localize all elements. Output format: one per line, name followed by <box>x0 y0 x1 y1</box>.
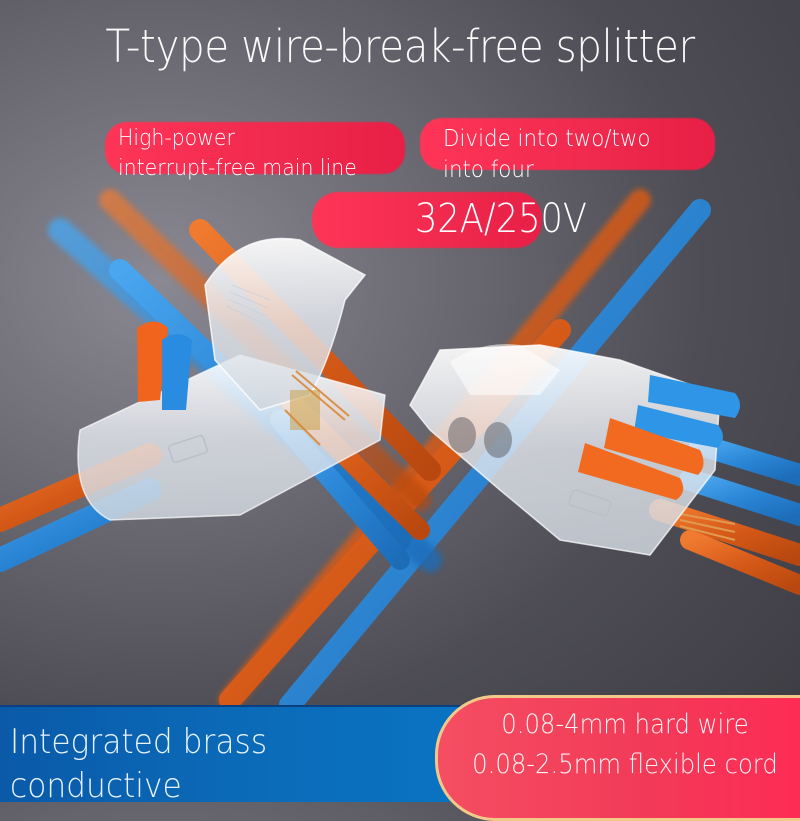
rating-spec: 32A/250V <box>415 196 587 242</box>
left-connector-orange-lever <box>137 321 168 402</box>
page-title: T-type wire-break-free splitter <box>105 20 695 73</box>
footer-hard-wire: 0.08-4mm hard wire <box>501 709 749 740</box>
callout-divide-line1: Divide into two/two <box>443 126 651 152</box>
callout-highlight-divide <box>420 118 715 170</box>
product-scene <box>0 189 800 716</box>
right-connector-blue-lever-2 <box>634 405 723 448</box>
right-connector-orange-lever-2 <box>578 443 684 500</box>
callout-divide: Divide into two/two into four <box>443 124 650 186</box>
footer-brass-line1: Integrated brass <box>10 722 268 762</box>
spec-highlight <box>312 192 542 248</box>
left-connector <box>77 237 386 521</box>
callout-main-line-line2: interrupt-free main line <box>118 156 357 181</box>
footer-brass-line2: conductive <box>10 766 182 806</box>
wires-and-connectors-illustration <box>0 189 800 716</box>
right-connector-orange-lever-1 <box>604 418 704 475</box>
callout-main-line-line1: High-power <box>118 126 235 151</box>
callout-divide-line2: into four <box>443 157 534 183</box>
right-connector-blue-lever-1 <box>648 375 740 418</box>
footer-flexible-cord: 0.08-2.5mm flexible cord <box>472 749 778 780</box>
footer-wire-size-text: 0.08-4mm hard wire 0.08-2.5mm flexible c… <box>468 705 783 785</box>
footer-brass-text: Integrated brass conductive <box>10 720 267 808</box>
callout-highlight-main-line <box>105 122 405 174</box>
callout-main-line: High-power interrupt-free main line <box>118 124 357 184</box>
right-connector <box>409 344 740 556</box>
left-connector-blue-lever <box>162 334 192 410</box>
footer-brass-banner <box>0 705 470 802</box>
